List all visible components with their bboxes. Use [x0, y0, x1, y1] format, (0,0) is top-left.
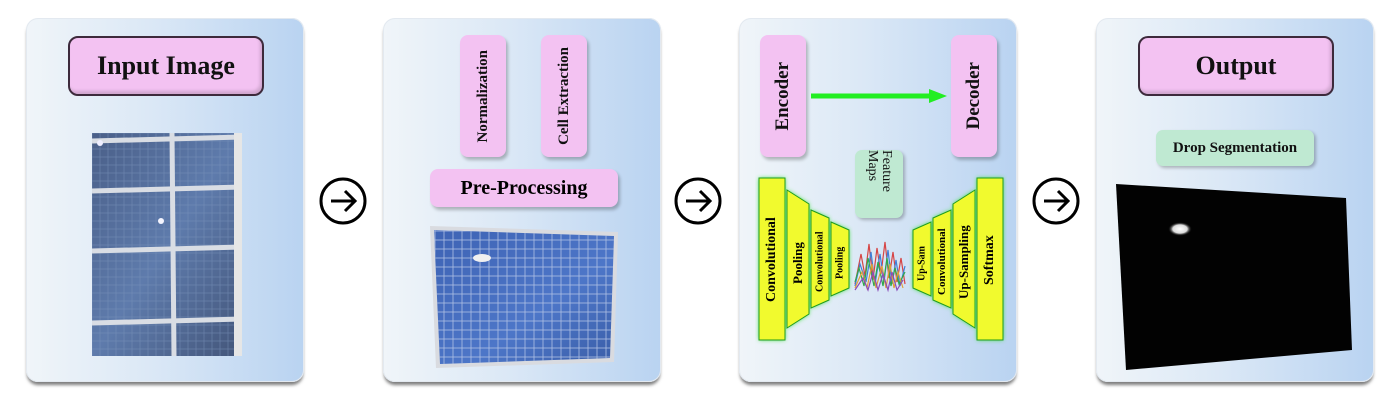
- normalization-step: Normalization: [460, 35, 506, 157]
- drop-segmentation-label: Drop Segmentation: [1156, 130, 1314, 166]
- decoder-layer-label: Up-Sampling: [956, 225, 971, 299]
- feature-maps-label: Feature Maps: [855, 150, 903, 218]
- stage-preprocessing: Normalization Cell Extraction Pre-Proces…: [383, 18, 661, 382]
- input-image-title: Input Image: [68, 36, 264, 96]
- encoder-layer-label: Convolutional: [764, 217, 779, 303]
- decoder-layer-shape: [932, 209, 952, 309]
- decoder-layer-shape: [952, 189, 976, 329]
- input-solar-panel-image: [92, 133, 242, 356]
- circled-right-arrow-icon: [1032, 177, 1080, 225]
- decoder-block: Decoder: [951, 35, 997, 157]
- feature-maps-plot: [854, 241, 906, 293]
- segmentation-mask-image: [1116, 184, 1352, 370]
- stage-input: Input Image: [26, 18, 304, 382]
- decoder-layer-label: Up-Sam: [916, 245, 928, 281]
- stage-output: Output Drop Segmentation: [1096, 18, 1374, 382]
- encoder-layer-shape: [786, 189, 810, 329]
- encoder-layer-label: Pooling: [790, 242, 805, 284]
- decoder-layer-shape: [912, 221, 932, 297]
- decoder-layer-label: Convolutional: [936, 228, 948, 296]
- cell-extraction-step: Cell Extraction: [541, 35, 587, 157]
- encoder-layer-label: Convolutional: [814, 231, 826, 293]
- encoder-layer-shape: [830, 221, 850, 297]
- preprocessed-solar-panel-image: [430, 226, 618, 368]
- encoder-layer-shape: [758, 177, 786, 341]
- decoder-layers: [912, 177, 1004, 341]
- pre-processing-title: Pre-Processing: [430, 169, 618, 207]
- output-title: Output: [1138, 36, 1334, 96]
- circled-right-arrow-icon: [674, 177, 722, 225]
- encoder-layer-shape: [810, 209, 830, 309]
- right-arrow-icon: [811, 89, 947, 103]
- encoder-layers: [758, 177, 850, 341]
- decoder-layer-label: Softmax: [982, 235, 997, 285]
- stage-network: Encoder Decoder Feature Maps Convolution…: [739, 18, 1017, 382]
- encoder-block: Encoder: [760, 35, 806, 157]
- circled-right-arrow-icon: [319, 177, 367, 225]
- decoder-layer-shape: [976, 177, 1004, 341]
- encoder-layer-label: Pooling: [834, 246, 846, 280]
